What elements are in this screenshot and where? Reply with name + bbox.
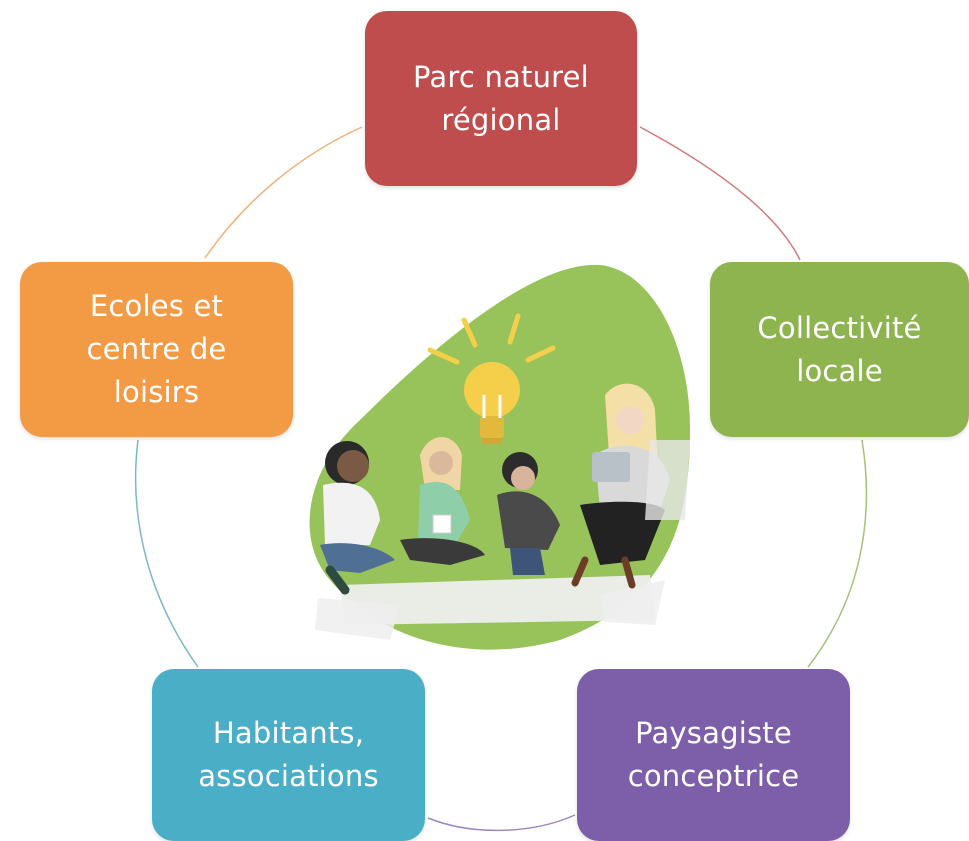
node-label: Collectivité locale: [757, 310, 922, 388]
node-parc-naturel-regional: Parc naturel régional: [365, 11, 637, 186]
connector-habitants-ecoles: [134, 439, 199, 668]
node-label: Paysagiste conceptrice: [627, 716, 800, 793]
node-habitants-associations: Habitants, associations: [152, 669, 425, 841]
person-1: [320, 441, 395, 595]
green-blob: [309, 264, 690, 650]
person-3: [497, 452, 560, 575]
connector-paysagiste-habitants: [427, 814, 576, 832]
node-label: Parc naturel régional: [413, 59, 589, 137]
node-paysagiste-conceptrice: Paysagiste conceptrice: [577, 669, 850, 841]
connector-parc-collectivite: [639, 126, 801, 261]
connector-ecoles-parc: [204, 126, 363, 259]
connector-collectivite-paysagiste: [807, 439, 868, 668]
node-ecoles-centre-de-loisirs: Ecoles et centre de loisirs: [20, 262, 293, 437]
node-collectivite-locale: Collectivité locale: [710, 262, 969, 437]
node-label: Ecoles et centre de loisirs: [86, 289, 227, 409]
lightbulb-icon: [427, 313, 556, 444]
person-2: [400, 436, 485, 565]
person-4: [571, 383, 690, 589]
paper-sheet: [315, 575, 665, 640]
node-label: Habitants, associations: [198, 716, 379, 793]
